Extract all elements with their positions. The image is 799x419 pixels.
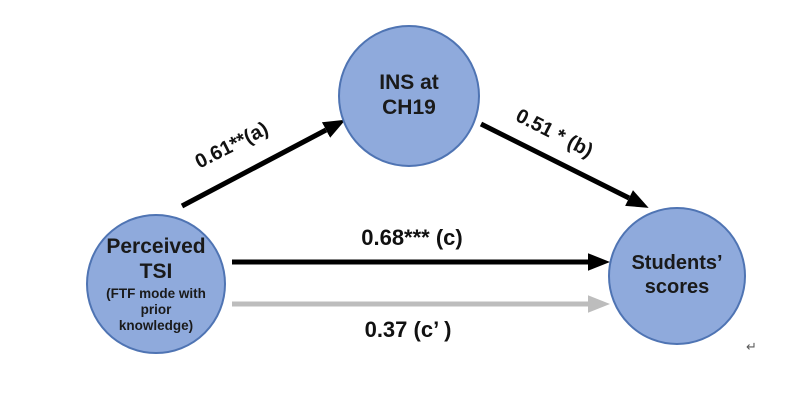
outcome-node: Students’ scores [608,207,746,345]
path-b-arrow [479,121,649,208]
path-a-arrow [180,119,346,209]
predictor-node-label: Perceived TSI [106,234,206,283]
predictor-node-sublabel: (FTF mode with prior knowledge) [106,286,206,333]
path-c-prime-coefficient-label: 0.37 (c’ ) [364,317,452,342]
outcome-node-label: Students’ scores [631,252,723,298]
path-c-coefficient-label: 0.68*** (c) [361,225,463,250]
mediator-node-label: INS at CH19 [379,71,439,119]
return-mark: ↵ [746,339,757,354]
predictor-node: Perceived TSI (FTF mode with prior knowl… [86,214,226,354]
mediator-node: INS at CH19 [338,25,480,167]
